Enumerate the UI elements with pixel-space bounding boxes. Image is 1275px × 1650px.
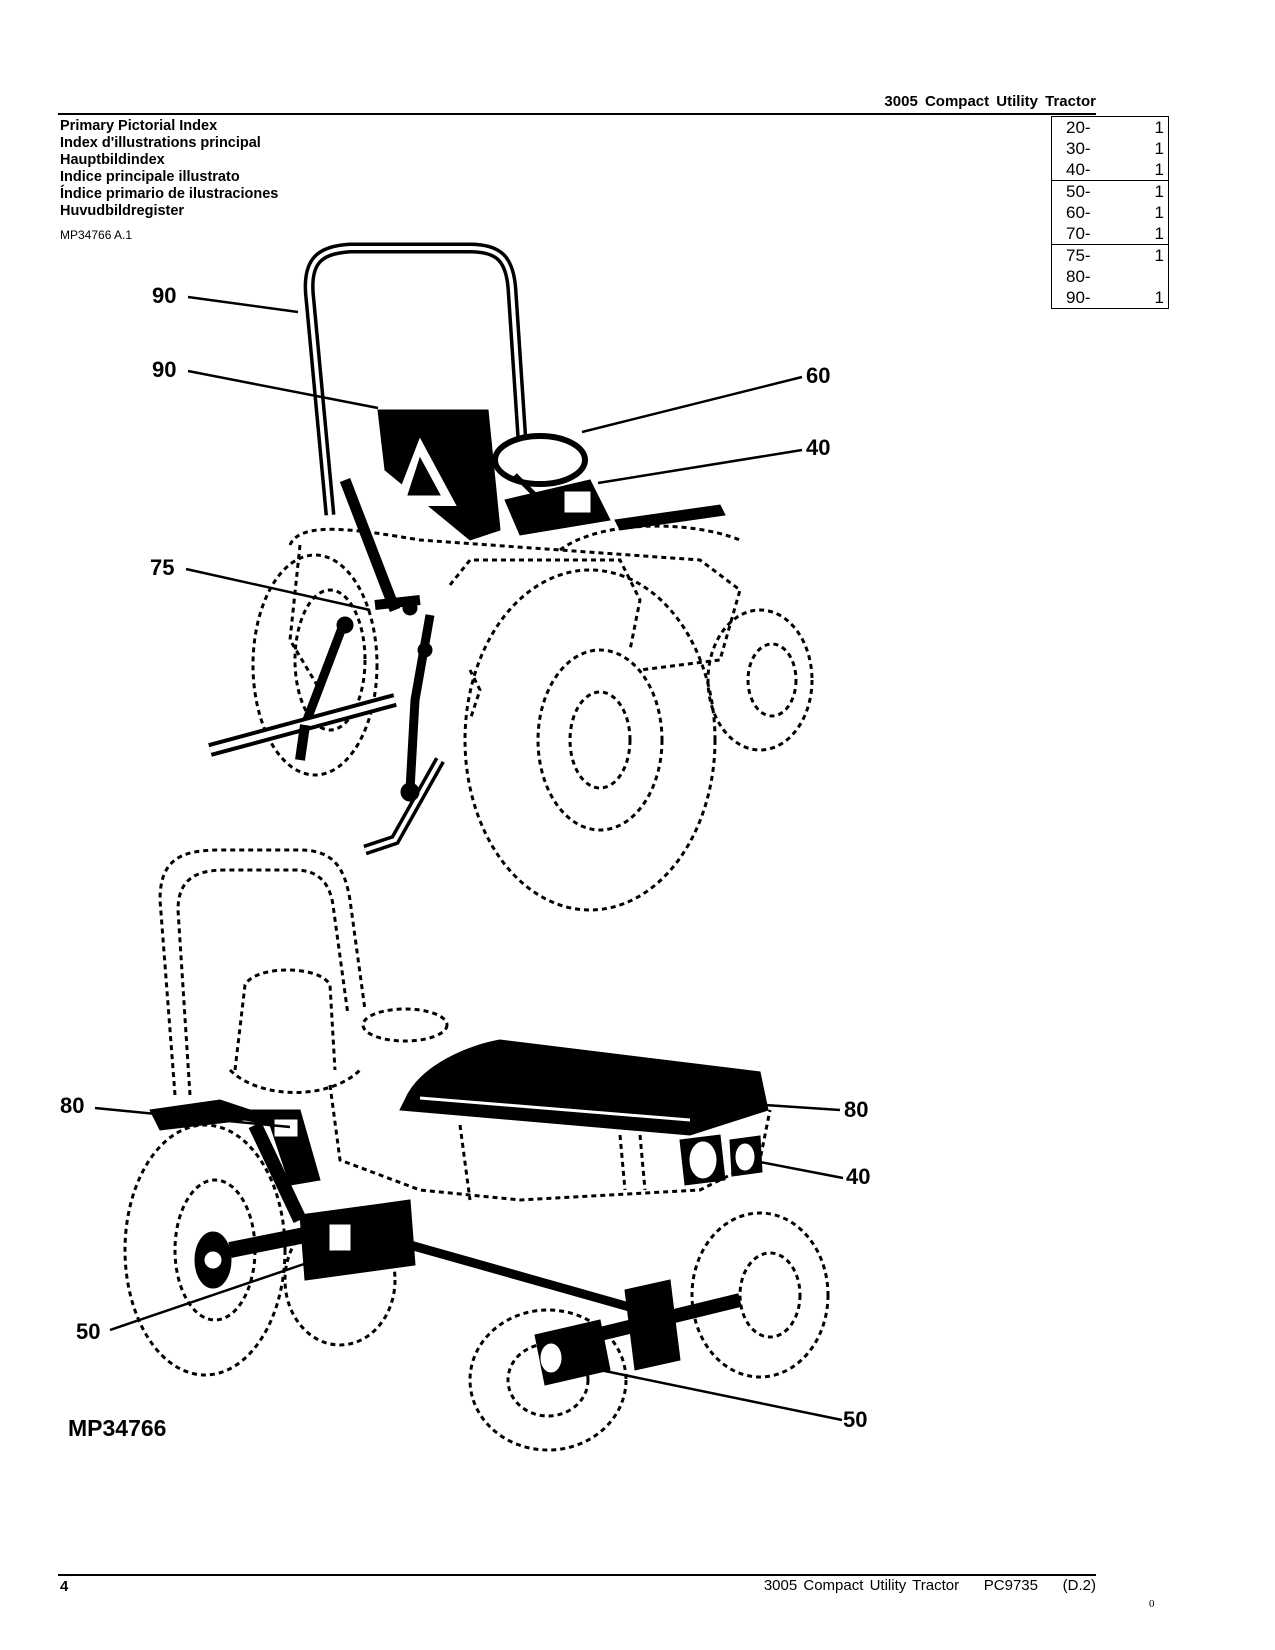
footer-info: 3005 Compact Utility Tractor PC9735 (D.2…	[764, 1577, 1096, 1594]
callout-60-steering: 60	[806, 363, 830, 388]
footer-revision: (D.2)	[1062, 1577, 1096, 1594]
bottom-callouts: 80 80 40 50 50	[60, 1093, 870, 1432]
index-group: 20- 1 30- 1 40- 1	[1052, 117, 1168, 180]
callout-90-rops: 90	[152, 283, 176, 308]
section-number: 50-	[1066, 182, 1091, 201]
index-titles: Primary Pictorial Index Index d'illustra…	[60, 118, 278, 220]
callout-50-rear-axle: 50	[76, 1319, 100, 1344]
tractor-exploded-illustration: 90 90 60 40 75	[60, 242, 870, 1452]
top-leader-lines	[185, 295, 803, 612]
title-sv: Huvudbildregister	[60, 203, 185, 219]
document-header-title: 3005 Compact Utility Tractor	[884, 93, 1096, 110]
index-row[interactable]: 30- 1	[1052, 138, 1168, 159]
index-group: 75- 1 80- 90- 1	[1052, 244, 1168, 308]
page-count: 1	[1154, 118, 1164, 137]
section-number: 80-	[1066, 267, 1091, 286]
footer-book-title: 3005 Compact Utility Tractor	[763, 1577, 960, 1594]
index-row[interactable]: 60- 1	[1052, 202, 1168, 223]
section-number: 75-	[1066, 246, 1091, 265]
index-row[interactable]: 80-	[1052, 266, 1168, 287]
page-number: 4	[60, 1578, 69, 1595]
page-count: 1	[1154, 182, 1164, 201]
page-count: 1	[1154, 160, 1164, 179]
figure-label: MP34766	[68, 1415, 166, 1441]
index-row[interactable]: 75- 1	[1052, 245, 1168, 266]
page-count: 1	[1154, 224, 1164, 243]
index-group: 50- 1 60- 1 70- 1	[1052, 180, 1168, 244]
page-count: 1	[1154, 246, 1164, 265]
bottom-tractor-drawing	[123, 848, 830, 1452]
footer-pub-code: PC9735	[983, 1577, 1038, 1594]
section-index-table: 20- 1 30- 1 40- 1 50- 1 60- 1 70- 1 75- 1 80- 9…	[1051, 116, 1169, 309]
footer-rule	[58, 1574, 1096, 1576]
index-row[interactable]: 40- 1	[1052, 159, 1168, 180]
index-row[interactable]: 70- 1	[1052, 223, 1168, 244]
title-fr: Index d'illustrations principal	[60, 135, 261, 151]
index-row[interactable]: 50- 1	[1052, 181, 1168, 202]
callout-50-front-axle: 50	[843, 1407, 867, 1432]
callout-90-seat: 90	[152, 357, 176, 382]
section-number: 70-	[1066, 224, 1091, 243]
figure-reference: MP34766 A.1	[60, 228, 133, 242]
top-tractor-drawing	[208, 242, 814, 912]
index-row[interactable]: 90- 1	[1052, 287, 1168, 308]
section-number: 40-	[1066, 160, 1091, 179]
title-it: Indice principale illustrato	[60, 169, 240, 185]
callout-40-headlight: 40	[846, 1164, 870, 1189]
title-es: Índice primario de ilustraciones	[60, 186, 279, 202]
footer-mark: 0	[1149, 1598, 1155, 1610]
section-number: 60-	[1066, 203, 1091, 222]
bottom-leader-lines	[94, 1103, 844, 1422]
callout-75-hitch: 75	[150, 555, 174, 580]
section-number: 90-	[1066, 288, 1091, 307]
callout-80-fender: 80	[60, 1093, 84, 1118]
title-en: Primary Pictorial Index	[60, 118, 218, 134]
title-de: Hauptbildindex	[60, 152, 165, 168]
top-callouts: 90 90 60 40 75	[150, 283, 830, 580]
index-row[interactable]: 20- 1	[1052, 117, 1168, 138]
page-count: 1	[1154, 288, 1164, 307]
section-number: 30-	[1066, 139, 1091, 158]
callout-40-dash: 40	[806, 435, 830, 460]
section-number: 20-	[1066, 118, 1091, 137]
header-rule	[58, 113, 1096, 115]
callout-80-hood: 80	[844, 1097, 868, 1122]
page-count: 1	[1154, 203, 1164, 222]
page-count: 1	[1154, 139, 1164, 158]
